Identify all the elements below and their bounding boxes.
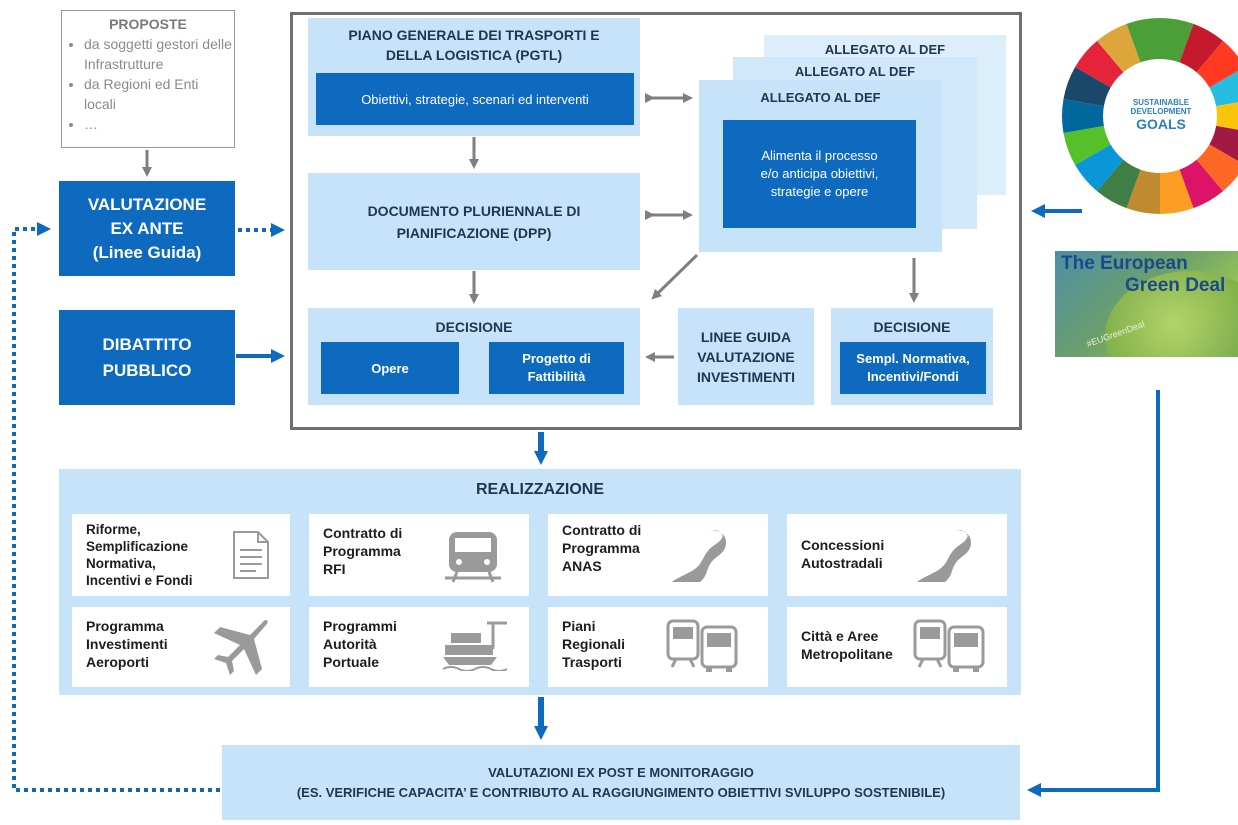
sdg-line2: DEVELOPMENT	[1130, 107, 1192, 116]
card-label: Riforme, Semplificazione Normativa, Ince…	[86, 522, 193, 588]
green-deal-title-1: The European	[1061, 253, 1188, 274]
arrow-green-deal-ex-post	[1027, 390, 1160, 797]
proposte-box: PROPOSTE da soggetti gestori delle Infra…	[61, 10, 235, 148]
opere-label: Opere	[371, 360, 409, 376]
progetto-fattibilita-box: Progetto di Fattibilità	[489, 342, 624, 394]
card-riforme: Riforme, Semplificazione Normativa, Ince…	[72, 514, 290, 596]
proposte-item: …	[84, 114, 234, 134]
green-deal-title-2: Green Deal	[1125, 275, 1226, 296]
card-label: Concessioni Autostradali	[801, 537, 885, 571]
card-rfi: Contratto di Programma RFI	[309, 514, 529, 596]
sdg-wheel-logo: SUSTAINABLE DEVELOPMENT GOALS	[1042, 14, 1238, 216]
pgtl-box: PIANO GENERALE DEI TRASPORTI E DELLA LOG…	[308, 18, 640, 136]
bus-train-icon	[666, 619, 738, 672]
sdg-line1: SUSTAINABLE	[1132, 98, 1190, 107]
allegato-card-front: ALLEGATO AL DEF Alimenta il processo e/o…	[699, 80, 942, 252]
airplane-icon	[214, 619, 268, 675]
dibattito-pubblico-label: DIBATTITO PUBBLICO	[102, 334, 192, 380]
decisione-normativa-box: DECISIONE Sempl. Normativa, Incentivi/Fo…	[831, 308, 993, 405]
dpp-title: DOCUMENTO PLURIENNALE DI PIANIFICAZIONE …	[367, 202, 581, 241]
card-aeroporti: Programma Investimenti Aeroporti	[72, 607, 290, 687]
arrow-allegato-decisione	[651, 253, 699, 300]
card-label: Piani Regionali Trasporti	[562, 618, 626, 670]
linee-guida-label: LINEE GUIDA VALUTAZIONE INVESTIMENTI	[696, 328, 795, 385]
proposte-item: da Regioni ed Enti locali	[84, 74, 234, 114]
green-deal-image: The European Green Deal #EUGreenDeal	[1055, 251, 1238, 357]
road-icon	[672, 530, 727, 582]
allegato-inner-box: Alimenta il processo e/o anticipa obiett…	[723, 120, 916, 228]
allegato-label-middle: ALLEGATO AL DEF	[794, 64, 916, 79]
card-citta-metropolitane: Città e Aree Metropolitane	[787, 607, 1007, 687]
card-label: Città e Aree Metropolitane	[801, 628, 893, 662]
allegato-inner-label: Alimenta il processo e/o anticipa obiett…	[760, 148, 879, 199]
sempl-normativa-box: Sempl. Normativa, Incentivi/Fondi	[840, 342, 986, 394]
linee-guida-box: LINEE GUIDA VALUTAZIONE INVESTIMENTI	[678, 308, 814, 405]
road-icon	[917, 530, 972, 582]
allegato-label-back: ALLEGATO AL DEF	[824, 42, 946, 57]
planning-frame	[290, 12, 1022, 430]
card-anas: Contratto di Programma ANAS	[548, 514, 768, 596]
progetto-fattibilita-label: Progetto di Fattibilità	[522, 351, 591, 384]
pgtl-title: PIANO GENERALE DEI TRASPORTI E DELLA LOG…	[348, 27, 600, 63]
card-label: Contratto di Programma ANAS	[562, 522, 642, 574]
realizzazione-title: REALIZZAZIONE	[476, 481, 604, 498]
pgtl-inner-box: Obiettivi, strategie, scenari ed interve…	[316, 73, 634, 125]
card-piani-regionali: Piani Regionali Trasporti	[548, 607, 768, 687]
valutazioni-ex-post-line1: VALUTAZIONI EX POST E MONITORAGGIO	[488, 764, 754, 780]
train-icon	[445, 532, 501, 583]
sempl-normativa-label: Sempl. Normativa, Incentivi/Fondi	[856, 351, 970, 384]
dpp-box: DOCUMENTO PLURIENNALE DI PIANIFICAZIONE …	[308, 173, 640, 270]
ship-icon	[442, 621, 508, 671]
sdg-wheel-icon	[1062, 18, 1238, 214]
allegato-label-front: ALLEGATO AL DEF	[760, 90, 881, 105]
arrow-feedback-loop	[12, 222, 220, 792]
valutazioni-ex-post-box: VALUTAZIONI EX POST E MONITORAGGIO (ES. …	[222, 745, 1020, 820]
opere-box: Opere	[321, 342, 459, 394]
card-label: Programma Investimenti Aeroporti	[86, 618, 168, 670]
sdg-text: SUSTAINABLE DEVELOPMENT GOALS	[1128, 98, 1194, 132]
sdg-line3: GOALS	[1136, 116, 1186, 132]
card-label: Programmi Autorità Portuale	[323, 618, 397, 670]
card-portuale: Programmi Autorità Portuale	[309, 607, 529, 687]
valutazione-ex-ante-label: VALUTAZIONE EX ANTE (Linee Guida)	[87, 194, 207, 262]
card-label: Contratto di Programma RFI	[323, 525, 403, 577]
dibattito-pubblico-box: DIBATTITO PUBBLICO	[59, 310, 235, 405]
valutazioni-ex-post-line2: (ES. VERIFICHE CAPACITA’ E CONTRIBUTO AL…	[296, 784, 946, 800]
pgtl-inner-label: Obiettivi, strategie, scenari ed interve…	[361, 91, 589, 107]
card-autostradali: Concessioni Autostradali	[787, 514, 1007, 596]
proposte-list: da soggetti gestori delle Infrastrutture…	[62, 34, 234, 134]
decisione-title: DECISIONE	[435, 319, 513, 335]
document-icon	[233, 531, 269, 579]
decisione-box: DECISIONE Opere Progetto di Fattibilità	[308, 308, 640, 405]
proposte-item: da soggetti gestori delle Infrastrutture	[84, 34, 234, 74]
decisione-normativa-title: DECISIONE	[873, 319, 951, 335]
proposte-title: PROPOSTE	[109, 16, 187, 32]
valutazione-ex-ante-box: VALUTAZIONE EX ANTE (Linee Guida)	[59, 181, 235, 276]
bus-train-icon	[913, 619, 985, 672]
